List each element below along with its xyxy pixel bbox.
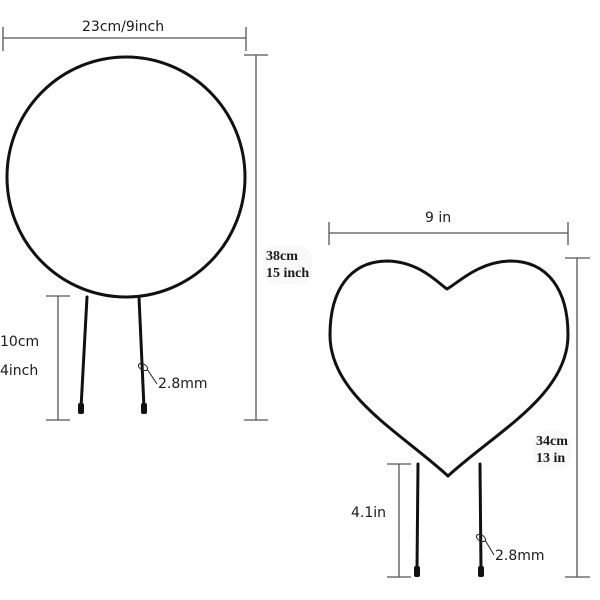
circle-leg-label-cm: 10cm: [0, 334, 40, 350]
heart-leg-label: 4.1in: [351, 505, 387, 521]
circle-width-dimension: [2, 27, 247, 51]
circle-legs: [79, 295, 146, 410]
circle-ring: [5, 55, 247, 299]
heart-legs: [415, 462, 483, 572]
circle-trellis: [2, 27, 268, 421]
heart-ring: [328, 259, 570, 478]
heart-width-label: 9 in: [425, 210, 452, 226]
heart-wire-label: 2.8mm: [495, 548, 545, 564]
circle-height-label-in: 15 inch: [266, 266, 310, 281]
circle-height-label: 38cm 15 inch: [263, 246, 313, 284]
heart-leg-dimension: [387, 463, 411, 578]
circle-height-label-cm: 38cm: [266, 249, 298, 264]
circle-leg-dimension: [46, 295, 70, 421]
circle-height-dimension: [244, 54, 268, 421]
circle-leg-label-in: 4inch: [0, 363, 39, 379]
heart-height-dimension: [565, 257, 590, 578]
circle-wire-callout: [137, 362, 158, 385]
heart-height-label-cm: 34cm: [536, 434, 568, 449]
circle-width-label: 23cm/9inch: [82, 19, 165, 35]
heart-height-label-in: 13 in: [536, 451, 566, 466]
circle-leg-caps: [78, 403, 147, 414]
heart-height-label: 34cm 13 in: [533, 431, 571, 469]
heart-leg-caps: [414, 566, 484, 577]
heart-wire-callout: [475, 533, 495, 556]
heart-width-dimension: [328, 222, 569, 245]
circle-wire-label: 2.8mm: [158, 376, 208, 392]
heart-trellis: [328, 222, 590, 578]
